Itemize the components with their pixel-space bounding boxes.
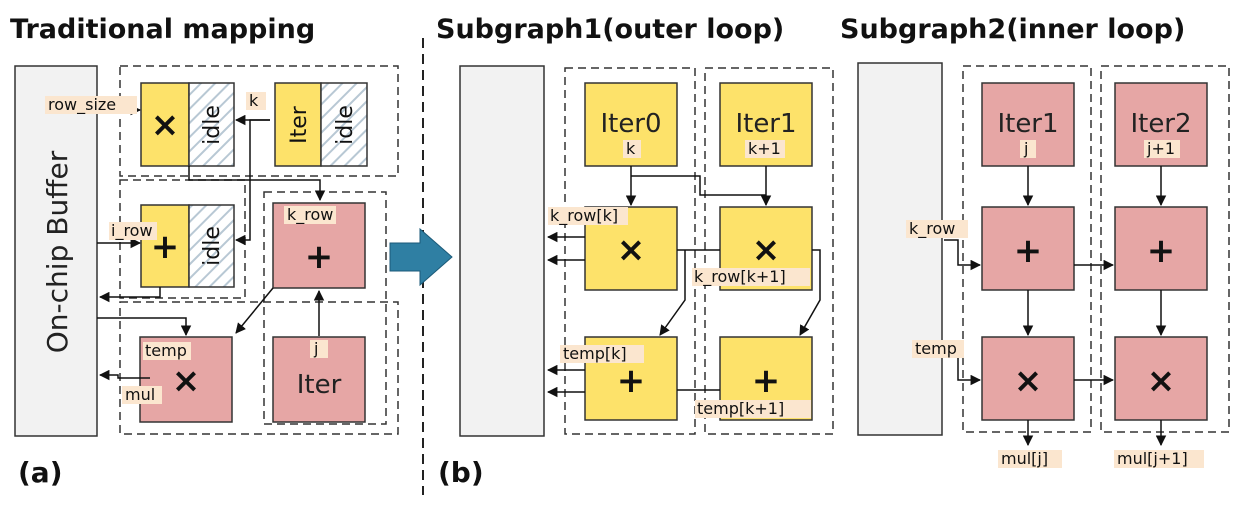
on-chip-buffer (14, 65, 98, 437)
label-k: k (249, 91, 259, 110)
dashed-group-bottom (119, 301, 399, 435)
mul-op-c2: × (1147, 361, 1176, 401)
label-bg-mul-j1 (1114, 450, 1204, 468)
iter2-label-c: Iter2 (1130, 109, 1191, 139)
panel-c: Subgraph2(inner loop) Iter1 Iter2 + + × … (840, 14, 1230, 468)
idle-label-1: idle (200, 105, 225, 145)
add-op-c1: + (1014, 231, 1043, 271)
label-mul-j1: mul[j+1] (1117, 449, 1188, 468)
panel-a-title: Traditional mapping (10, 14, 315, 45)
label-temp-k1: temp[k+1] (697, 399, 784, 418)
label-bg-temp-k (560, 345, 644, 363)
idle-pe-3 (188, 204, 235, 288)
label-bg-c-krow (906, 220, 968, 238)
label-c-krow: k_row (909, 219, 955, 239)
label-bg-temp-k1 (695, 400, 811, 418)
label-mul: mul (125, 385, 155, 404)
iter1-label-b: Iter1 (735, 109, 796, 139)
panel-c-title: Subgraph2(inner loop) (840, 14, 1185, 45)
add-op-iter0: + (617, 361, 646, 401)
label-bg-krow-k (548, 207, 628, 225)
label-c-j1: j+1 (1146, 139, 1175, 158)
mul-pe-c2 (1114, 336, 1208, 421)
label-bg-j (310, 340, 328, 358)
panel-a: Traditional mapping (a) On-chip Buffer ×… (10, 14, 399, 489)
label-bg-c-j1 (1144, 140, 1180, 158)
buffer-c (857, 62, 943, 436)
panel-b-caption: (b) (438, 456, 484, 489)
label-krow-k: k_row[k] (550, 206, 618, 226)
label-b-k1: k+1 (748, 139, 781, 158)
label-bg-mul (122, 386, 162, 404)
iter-label-bottom: Iter (297, 370, 342, 400)
iter1-label-c: Iter1 (997, 109, 1058, 139)
panel-a-caption: (a) (18, 456, 63, 489)
idle-label-3: idle (200, 226, 225, 266)
label-bg-k (246, 92, 266, 110)
label-i-row: i_row (111, 221, 153, 241)
mul-op-iter1: × (752, 230, 781, 270)
label-mul-j: mul[j] (1001, 449, 1048, 468)
label-row-size: row_size (48, 95, 116, 115)
add-pe-c1 (981, 206, 1075, 291)
label-temp: temp (145, 341, 187, 360)
add-op-iter1: + (752, 361, 781, 401)
temp-mul-op: × (172, 361, 201, 401)
label-bg-b-k1 (745, 140, 785, 158)
label-temp-k: temp[k] (563, 344, 627, 363)
label-krow-k1: k_row[k+1] (694, 267, 786, 287)
add-op-c2: + (1147, 231, 1176, 271)
iter0-label: Iter0 (600, 109, 661, 139)
label-bg-c-temp (912, 340, 964, 358)
temp-mul-pe (139, 336, 233, 423)
panel-b: Subgraph1(outer loop) (b) Iter0 Iter1 × … (436, 14, 834, 489)
iter-label-top: Iter (287, 105, 312, 144)
label-bg-c-j (1020, 140, 1036, 158)
label-bg-temp (143, 342, 191, 360)
label-j: j (313, 339, 318, 358)
krow-add-op: + (305, 237, 334, 277)
label-bg-krow-k1 (692, 268, 810, 286)
label-c-j: j (1023, 139, 1028, 158)
label-b-k: k (626, 139, 636, 158)
mul-pe (140, 82, 190, 167)
label-bg-k-row (284, 206, 336, 224)
on-chip-buffer-label: On-chip Buffer (41, 150, 74, 353)
label-bg-i-row (109, 222, 157, 240)
panel-b-title: Subgraph1(outer loop) (436, 14, 784, 45)
label-bg-mul-j (998, 450, 1062, 468)
dashed-col-iter0 (564, 67, 696, 435)
transition-arrow (389, 227, 453, 287)
idle-pe-2 (320, 82, 368, 167)
buffer-b (459, 65, 545, 437)
mul-op-iter0: × (617, 230, 646, 270)
mul-op-symbol: × (151, 105, 180, 145)
idle-label-2: idle (333, 105, 358, 145)
label-bg-b-k (623, 140, 641, 158)
label-bg-row-size (45, 96, 137, 114)
dashed-group-right (263, 191, 387, 425)
mul-op-c1: × (1014, 361, 1043, 401)
mul-pe-c1 (981, 336, 1075, 421)
idle-pe-1 (188, 82, 235, 167)
label-k-row: k_row (287, 205, 333, 225)
dashed-group-top (119, 65, 399, 177)
label-c-temp: temp (915, 339, 957, 358)
